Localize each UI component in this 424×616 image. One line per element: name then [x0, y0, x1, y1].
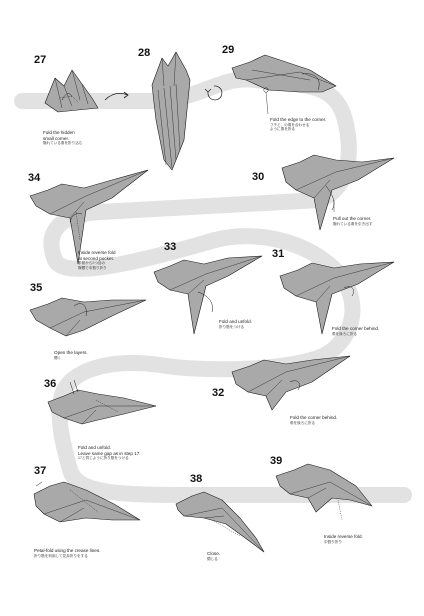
step-29-caption: Fold the edge to the corner. フチと、の角を合わせる… [270, 117, 327, 132]
step-39-figure [275, 463, 373, 521]
step-35-caption: Open the layers. 開く [54, 350, 88, 360]
step-33-caption: Fold and unfold. 折り筋をつける [219, 319, 252, 329]
step-29-figure [231, 54, 337, 115]
step-30-caption: Pull out the corner. 隠れている角を引き出す [333, 216, 373, 226]
step-30-figure [281, 154, 395, 231]
step-31-figure [279, 261, 395, 335]
step-32-number: 32 [212, 387, 225, 399]
step-28-figure [151, 51, 191, 171]
step-27-caption: Fold the hidden small corner. 隠れている角を折り込… [43, 130, 83, 146]
step-33-number: 33 [164, 241, 177, 253]
step-35-figure [29, 297, 147, 337]
step-33-figure [153, 255, 263, 335]
step-36-figure [47, 379, 157, 425]
step-38-figure [175, 491, 265, 553]
step-28-number: 28 [138, 47, 151, 59]
step-30-number: 30 [252, 171, 265, 183]
step-32-figure [231, 355, 351, 411]
step-37-caption: Petal-fold using the crease lines. 折り筋を利… [34, 548, 101, 558]
step-36-caption: Fold and unfold. Leave same gap as in st… [78, 445, 141, 461]
step-38-number: 38 [190, 473, 203, 485]
step-37-figure [33, 481, 141, 523]
step-32-caption: Fold the corner behind. 角を後ろに折る [290, 415, 338, 425]
step-37-number: 37 [34, 465, 47, 477]
step-39-caption: Inside reverse fold. 中割り折り [324, 534, 363, 544]
step-29-number: 29 [222, 44, 235, 56]
step-31-number: 31 [272, 248, 285, 260]
step-31-caption: Fold the corner behind. 角を後ろに折る [332, 326, 380, 336]
step-27-number: 27 [34, 54, 47, 66]
curved-arrow-icon [104, 91, 129, 101]
step-34-caption: Inside reverse fold at second pocket. 手前… [78, 250, 116, 270]
step-38-caption: Close. 閉じる [207, 551, 221, 561]
step-27-figure [44, 69, 99, 113]
step-36-number: 36 [44, 378, 57, 390]
step-34-figure [29, 169, 149, 265]
step-34-number: 34 [28, 172, 41, 184]
step-39-number: 39 [270, 455, 283, 467]
rotate-arrow-icon [204, 85, 223, 101]
step-35-number: 35 [30, 282, 43, 294]
